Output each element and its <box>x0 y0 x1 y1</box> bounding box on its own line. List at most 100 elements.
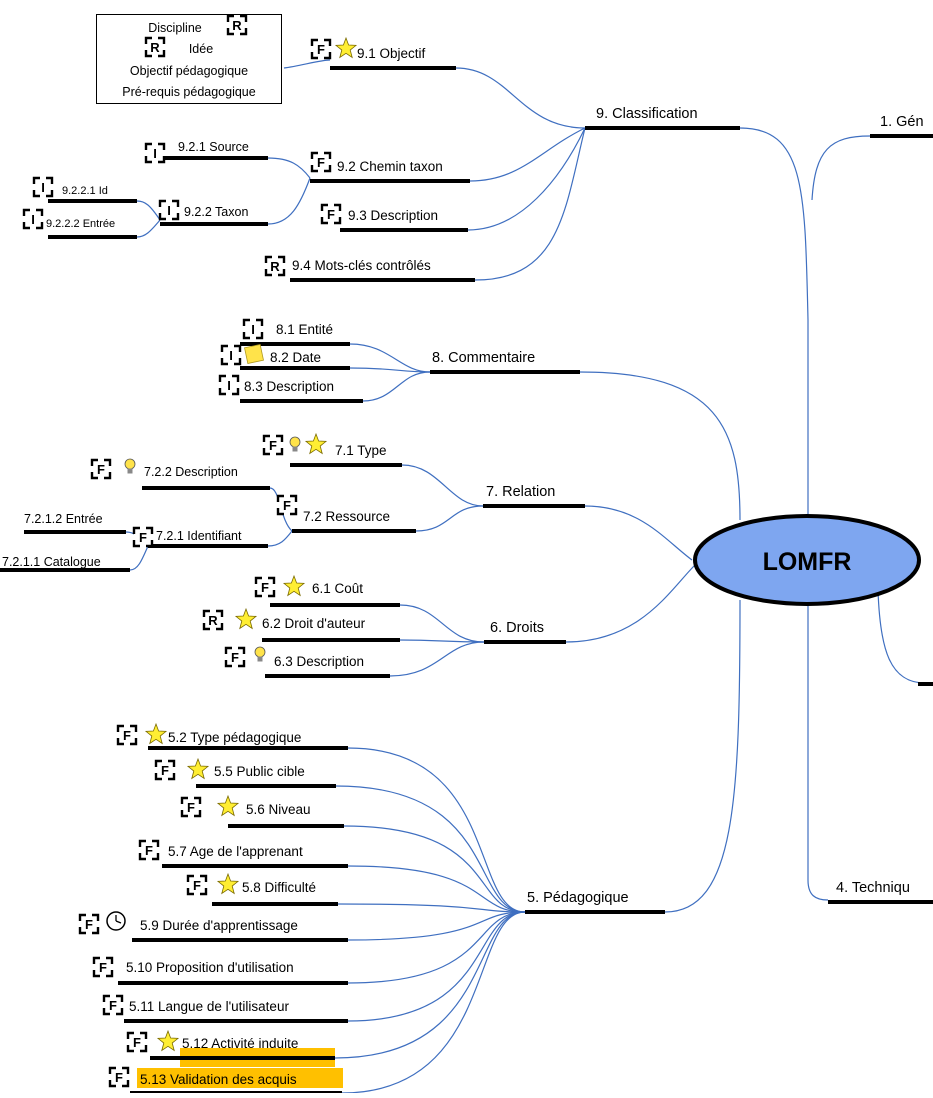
connector-n83 <box>362 371 431 402</box>
node-n511-label[interactable]: 5.11 Langue de l'utilisateur <box>129 999 289 1014</box>
badge-i-n83-text: I <box>227 378 231 393</box>
badge-f-n721-text: F <box>139 530 147 545</box>
badge-f-n72: F <box>276 494 298 516</box>
lightbulb-icon <box>124 458 136 474</box>
badge-f-n93: F <box>320 203 342 225</box>
badge-f-n71: F <box>262 434 284 456</box>
node-n62-label[interactable]: 6.2 Droit d'auteur <box>262 616 366 631</box>
badge-i-n922-text: I <box>167 203 171 218</box>
badge-r-n94: R <box>264 255 286 277</box>
badge-i-n9222: I <box>22 208 44 230</box>
branch-b8-label[interactable]: 8. Commentaire <box>432 350 535 366</box>
branch-b6-label[interactable]: 6. Droits <box>490 620 544 636</box>
badge-f-n512: F <box>126 1031 148 1053</box>
star-icon <box>145 723 167 744</box>
badge-f-n512-text: F <box>133 1035 141 1050</box>
node-n63-label[interactable]: 6.3 Description <box>274 654 364 669</box>
connector-n52 <box>347 747 526 913</box>
node-n7211-label[interactable]: 7.2.1.1 Catalogue <box>2 555 101 569</box>
badge-i-n921: I <box>144 142 166 164</box>
badge-i-n81: I <box>242 318 264 340</box>
legend-line-prerequis: Pré-requis pédagogique <box>122 85 256 99</box>
node-n83-label[interactable]: 8.3 Description <box>244 379 334 394</box>
node-n56-label[interactable]: 5.6 Niveau <box>246 802 311 817</box>
connector-n55 <box>335 785 526 913</box>
node-n52-label[interactable]: 5.2 Type pédagogique <box>168 730 301 745</box>
badge-f-n63: F <box>224 646 246 668</box>
node-n93-label[interactable]: 9.3 Description <box>348 208 438 223</box>
node-n94-label[interactable]: 9.4 Mots-clés contrôlés <box>292 258 431 273</box>
badge-f-n57-text: F <box>145 843 153 858</box>
connector-n512 <box>334 911 526 1059</box>
connector-n922 <box>267 177 311 225</box>
badge-f-n510: F <box>92 956 114 978</box>
connector-n94 <box>474 127 586 281</box>
node-underlines <box>0 66 933 1095</box>
badge-f-n55: F <box>154 759 176 781</box>
connector-n62 <box>399 639 485 643</box>
badge-f-n722: F <box>90 458 112 480</box>
clock-icon <box>106 911 126 931</box>
connector-n7211 <box>129 545 149 571</box>
node-n71-label[interactable]: 7.1 Type <box>335 443 387 458</box>
node-n7212-label[interactable]: 7.2.1.2 Entrée <box>24 512 103 526</box>
node-n61-label[interactable]: 6.1 Coût <box>312 581 363 596</box>
node-n921-label[interactable]: 9.2.1 Source <box>178 140 249 154</box>
connector-n59 <box>347 911 526 941</box>
node-n57-label[interactable]: 5.7 Age de l'apprenant <box>168 844 303 859</box>
node-n55-label[interactable]: 5.5 Public cible <box>214 764 305 779</box>
branch-b5-label[interactable]: 5. Pédagogique <box>527 890 629 906</box>
star-icon <box>235 608 257 629</box>
node-n9222-label[interactable]: 9.2.2.2 Entrée <box>46 218 115 230</box>
connector-b1 <box>811 135 871 201</box>
node-n9221-label[interactable]: 9.2.2.1 Id <box>62 185 108 197</box>
badge-f-n510-text: F <box>99 960 107 975</box>
node-n72-label[interactable]: 7.2 Ressource <box>303 509 390 524</box>
legend-box: Discipline Idée Objectif pédagogique Pré… <box>96 14 282 104</box>
central-ellipse[interactable] <box>693 514 921 606</box>
badge-i-n9221-text: I <box>41 180 45 195</box>
connector-n82 <box>349 367 431 373</box>
badge-i-n922: I <box>158 199 180 221</box>
star-icon <box>157 1030 179 1051</box>
connector-n721 <box>267 530 293 547</box>
badge-i-n81-text: I <box>251 322 255 337</box>
branch-b7-label[interactable]: 7. Relation <box>486 484 555 500</box>
node-n92-label[interactable]: 9.2 Chemin taxon <box>337 159 443 174</box>
branch-b9-label[interactable]: 9. Classification <box>596 106 698 122</box>
connector-n513 <box>341 911 526 1094</box>
connector-n921 <box>267 157 311 179</box>
lightbulb-icon <box>289 436 301 452</box>
node-n82-label[interactable]: 8.2 Date <box>270 350 321 365</box>
connector-right <box>877 589 926 684</box>
branch-b4-label[interactable]: 4. Techniqu <box>836 880 910 896</box>
node-n922-label[interactable]: 9.2.2 Taxon <box>184 205 248 219</box>
badge-i-n82: I <box>220 344 242 366</box>
node-n512-label[interactable]: 5.12 Activité induite <box>182 1036 298 1051</box>
connector-n57 <box>347 865 526 913</box>
connector-b5 <box>664 599 741 913</box>
badge-f-n59-text: F <box>85 917 93 932</box>
node-n721-label[interactable]: 7.2.1 Identifiant <box>156 529 242 543</box>
badge-f-n722-text: F <box>97 462 105 477</box>
badge-f-n92: F <box>310 151 332 173</box>
branch-b1-label[interactable]: 1. Gén <box>880 114 924 130</box>
badge-r-n62-text: R <box>208 613 218 628</box>
node-n510-label[interactable]: 5.10 Proposition d'utilisation <box>126 960 294 975</box>
node-n513-label[interactable]: 5.13 Validation des acquis <box>140 1072 297 1087</box>
badge-f-n511: F <box>102 994 124 1016</box>
star-icon <box>217 873 239 894</box>
note-icon <box>244 344 264 364</box>
badge-f-n59: F <box>78 913 100 935</box>
node-n58-label[interactable]: 5.8 Difficulté <box>242 880 316 895</box>
badge-f-n58: F <box>186 874 208 896</box>
node-n722-label[interactable]: 7.2.2 Description <box>144 465 238 479</box>
node-n91-label[interactable]: 9.1 Objectif <box>357 46 426 61</box>
node-n59-label[interactable]: 5.9 Durée d'apprentissage <box>140 918 298 933</box>
connector-n93 <box>467 127 586 231</box>
badge-f-n61-text: F <box>261 580 269 595</box>
star-icon <box>217 795 239 816</box>
node-n81-label[interactable]: 8.1 Entité <box>276 322 333 337</box>
node-labels: 9.1 Objectif 9.2 Chemin taxon 9.2.1 Sour… <box>2 46 443 1087</box>
badge-i-n9222-text: I <box>31 212 35 227</box>
